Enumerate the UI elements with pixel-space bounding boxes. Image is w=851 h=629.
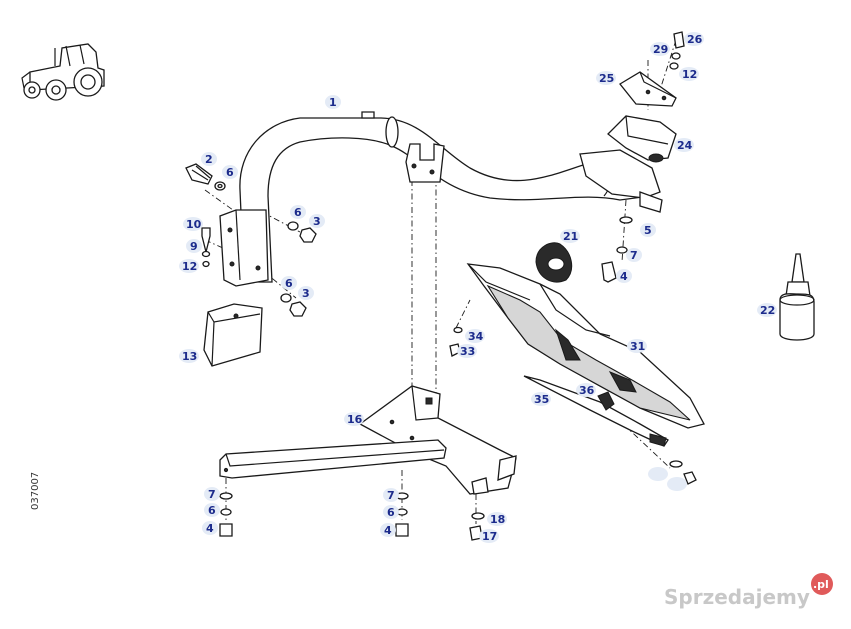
watermark-badge-icon (811, 573, 833, 595)
part-21-grommet (535, 242, 573, 283)
callout-12-left: 12 (182, 260, 197, 273)
callout-31: 34 (468, 330, 484, 343)
watermark-text: Sprzedajemy (664, 585, 810, 609)
callout-4-mid: 6 (294, 206, 302, 219)
callout-7-left: 7 (208, 488, 216, 501)
callout-5-left: 4 (206, 522, 214, 535)
callout-4-bottom-center: 6 (387, 506, 395, 519)
callout-5-right: 4 (620, 270, 628, 283)
callout-29: 31 (630, 340, 645, 353)
bottom-fasteners (219, 492, 485, 541)
callout-9: 9 (190, 240, 198, 253)
callout-3-lower: 3 (302, 287, 310, 300)
part-13-cover (203, 303, 263, 367)
callout-4-lower: 6 (285, 277, 293, 290)
callout-7-right: 7 (630, 249, 638, 262)
callout-23: 24 (677, 139, 693, 152)
right-fasteners (601, 216, 633, 283)
drawing-code: 037007 (30, 472, 41, 510)
part-1-frame-tube (219, 111, 663, 287)
watermark: Sprzedajemy .pl (664, 573, 833, 609)
callout-6: 5 (644, 224, 652, 237)
left-fasteners (185, 163, 317, 317)
callout-13: 13 (182, 350, 197, 363)
callout-7-center: 7 (387, 489, 395, 502)
callout-33: 35 (534, 393, 549, 406)
callout-3-upper: 3 (313, 215, 321, 228)
callout-34: 36 (579, 384, 595, 397)
callout-26: 29 (653, 43, 668, 56)
callout-17: 17 (482, 530, 497, 543)
watermark-badge-text: .pl (813, 578, 829, 591)
callout-4-upper: 6 (226, 166, 234, 179)
callout-labels: 1 2 6 6 3 10 9 12 6 3 13 16 29 26 25 12 (179, 32, 777, 543)
callout-10: 10 (186, 218, 202, 231)
callout-4-bottom-left: 6 (208, 504, 216, 517)
part-22-adhesive-bottle (779, 253, 815, 341)
callout-22: 22 (760, 304, 775, 317)
callout-12-right: 12 (682, 68, 697, 81)
callout-24: 25 (599, 72, 614, 85)
callout-18: 18 (490, 513, 505, 526)
part-16-floor-plate (219, 385, 517, 495)
callout-21: 21 (563, 230, 578, 243)
part-23-24-upper-bracket (607, 31, 685, 163)
part-29-console-housing (466, 263, 705, 429)
callout-30: 33 (460, 345, 475, 358)
callout-1: 1 (329, 96, 337, 109)
part-33-34-strip (523, 375, 697, 485)
callout-16: 16 (347, 413, 363, 426)
tractor-icon (21, 43, 105, 101)
callout-2: 2 (205, 153, 213, 166)
callout-25: 26 (687, 33, 703, 46)
callout-5-center: 4 (384, 524, 392, 537)
